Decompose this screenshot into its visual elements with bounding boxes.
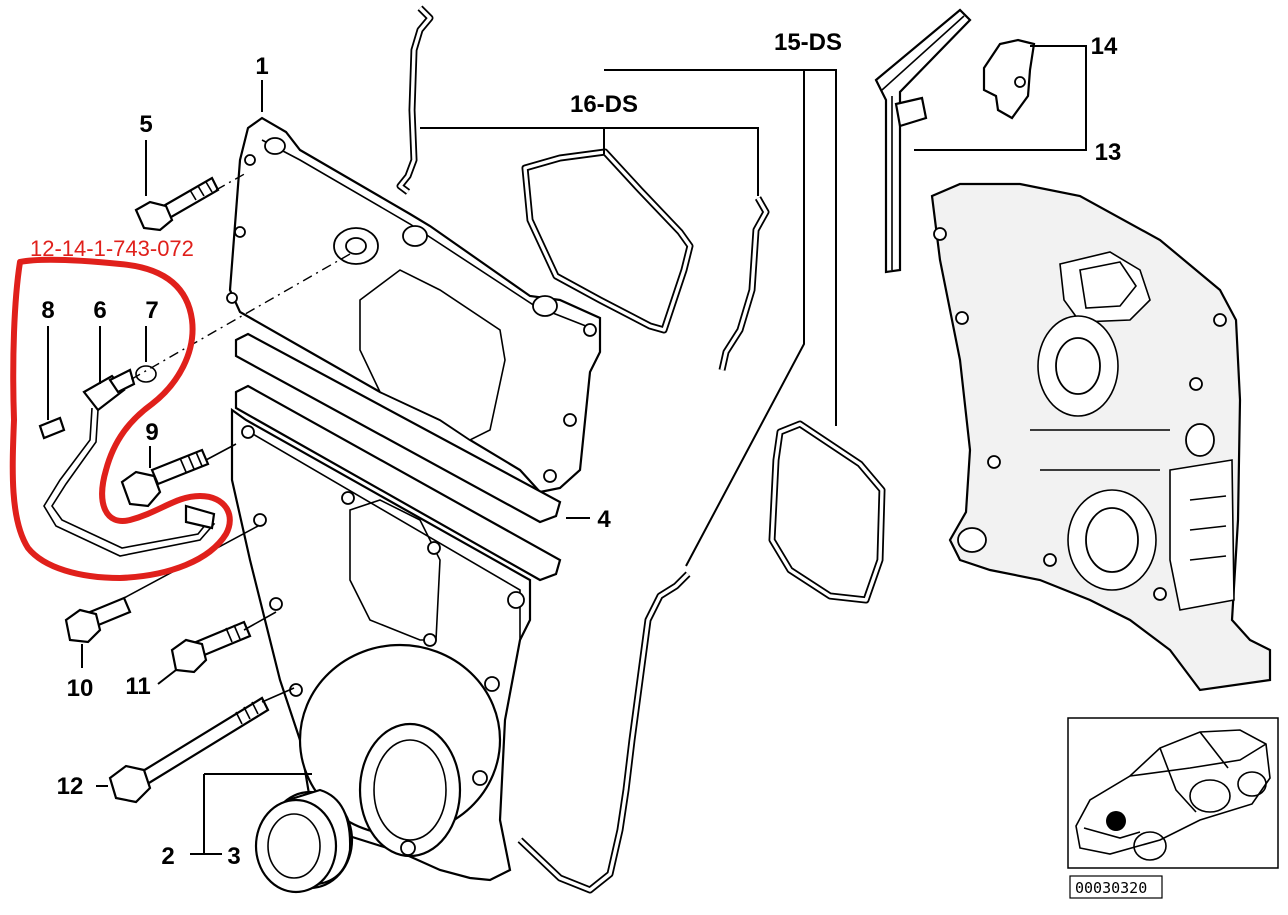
callout-7: 7 (145, 297, 158, 324)
bolt-9 (120, 448, 210, 508)
callout-8: 8 (41, 297, 54, 324)
callout-11: 11 (125, 673, 150, 700)
callout-1: 1 (255, 53, 268, 80)
callout-5: 5 (139, 111, 152, 138)
bolt-5 (134, 176, 220, 232)
reference-code: 00030320 (1075, 879, 1147, 897)
vent-pipe-assembly (38, 365, 216, 557)
callout-3: 3 (227, 843, 240, 870)
highlight-outline (9, 256, 233, 581)
cover-gasket-strips (234, 332, 562, 582)
location-marker (1106, 811, 1126, 831)
assembly-axis-lines (123, 171, 351, 703)
shaft-seal (254, 788, 354, 894)
callout-2: 2 (161, 843, 174, 870)
bolt-12 (108, 696, 270, 804)
seal-strip (874, 8, 1036, 274)
callout-14: 14 (1091, 33, 1118, 60)
reference-code-box (1069, 875, 1163, 899)
vehicle-location-inset (1067, 717, 1279, 869)
gasket-15-ds-long (517, 420, 886, 894)
engine-block-front (930, 182, 1272, 692)
callout-12: 12 (57, 773, 84, 800)
bolt-11 (170, 620, 252, 674)
highlighted-part-number: 12-14-1-743-072 (30, 236, 194, 261)
callout-9: 9 (145, 419, 158, 446)
callout-4: 4 (597, 506, 611, 533)
leader-lines (47, 45, 1087, 855)
callout-13: 13 (1095, 139, 1122, 166)
callout-10: 10 (67, 675, 94, 702)
callout-15-ds: 15-DS (774, 29, 842, 56)
callout-6: 6 (93, 297, 106, 324)
bolt-10 (64, 596, 132, 644)
callout-16-ds: 16-DS (570, 91, 638, 118)
upper-timing-cover (226, 116, 602, 494)
lower-timing-cover (230, 407, 532, 882)
